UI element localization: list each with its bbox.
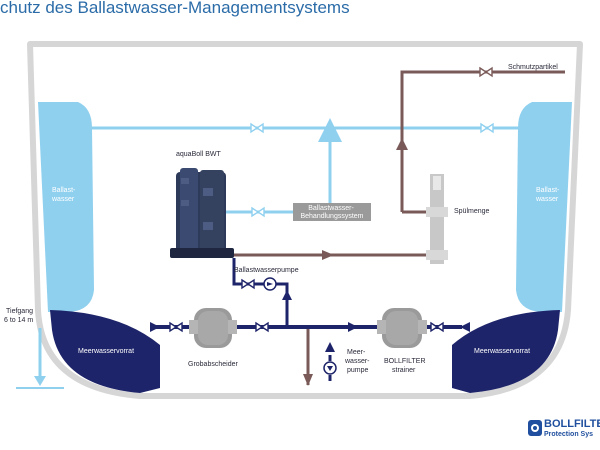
label-bollfilter: BOLLFILTER strainer <box>384 358 427 374</box>
logo-name: BOLLFILTE <box>544 418 600 430</box>
sea-tank-right <box>452 310 560 393</box>
bwt-outlet-arrow <box>322 250 334 260</box>
valve-icon[interactable] <box>241 278 255 290</box>
bollfilter-strainer[interactable] <box>377 308 427 348</box>
ballast-tank-left <box>38 102 94 312</box>
seawater-pump-arrow <box>325 342 335 352</box>
intake-arrow-right <box>460 322 470 332</box>
label-ballast-left: Ballast- wasser <box>51 187 77 203</box>
valve-icon[interactable] <box>169 321 183 333</box>
ballast-pump-icon[interactable] <box>263 277 277 291</box>
flush-arrow-head <box>396 138 408 150</box>
valve-icon[interactable] <box>255 321 269 333</box>
valve-icon[interactable] <box>430 321 444 333</box>
valve-icon[interactable] <box>479 66 493 78</box>
page-title: chutz des Ballastwasser-Managementsystem… <box>0 0 350 17</box>
label-meerwasservorrat-right: Meerwasservorrat <box>474 348 530 355</box>
valve-icon[interactable] <box>250 122 264 134</box>
coarse-separator[interactable] <box>189 308 237 348</box>
dirty-pipe <box>400 70 565 212</box>
valve-icon[interactable] <box>480 122 494 134</box>
label-bws: Ballastwasser- Behandlungssystem <box>300 205 363 220</box>
label-tiefgang: Tiefgang 6 to 14 m <box>4 308 35 324</box>
valve-icon[interactable] <box>251 206 265 218</box>
label-meerwasserpumpe: Meer- wasser- pumpe <box>344 349 371 374</box>
intake-arrow-left <box>150 322 160 332</box>
label-pumpe: Ballastwasserpumpe <box>234 267 299 274</box>
aquaboll-bwt-unit[interactable] <box>170 168 234 258</box>
label-ballast-right: Ballast- wasser <box>535 187 561 203</box>
bollfilter-logo-mark <box>528 420 542 436</box>
label-spuelmenge: Spülmenge <box>454 208 490 215</box>
seawater-pump-icon[interactable] <box>323 361 337 375</box>
label-meerwasservorrat-left: Meerwasservorrat <box>78 348 134 355</box>
intake-arrow-mid <box>348 322 358 332</box>
logo-tagline: Protection Sys <box>544 431 594 438</box>
draft-arrow <box>34 376 46 386</box>
flushing-meter[interactable] <box>426 174 448 264</box>
label-grobabscheider: Grobabscheider <box>188 361 238 368</box>
ballast-tank-right <box>516 102 572 312</box>
ship-hull <box>27 41 583 399</box>
label-aquaboll: aquaBoll BWT <box>176 151 221 158</box>
drain-arrow <box>303 374 313 386</box>
pump-pipe <box>232 258 289 327</box>
sea-tank-left <box>50 310 160 393</box>
label-schmutzpartikel: Schmutzpartikel <box>508 64 558 71</box>
pump-arrow <box>282 290 292 300</box>
bwt-box[interactable] <box>293 203 371 221</box>
